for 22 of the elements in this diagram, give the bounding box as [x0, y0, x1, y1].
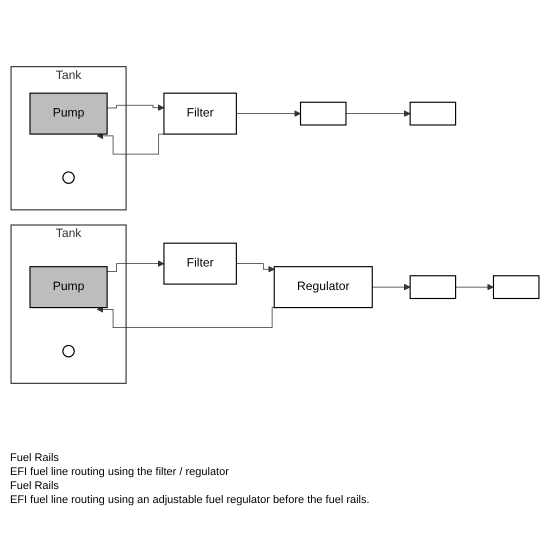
- arrow: [236, 263, 275, 273]
- node-bar: [300, 102, 347, 126]
- arrow: [455, 284, 494, 290]
- node-circle: [62, 171, 75, 184]
- node-box: Filter: [163, 92, 237, 135]
- node-box: Pump: [29, 92, 108, 135]
- node-bar: [492, 275, 540, 300]
- node-bar: [410, 102, 456, 126]
- arrow: [106, 104, 164, 112]
- node-box: Filter: [163, 242, 237, 285]
- node-circle: [62, 344, 75, 358]
- caption-text: EFI fuel line routing using an adjustable fuel regulator before the fuel rails.: [10, 494, 371, 506]
- node-box: Pump: [29, 266, 108, 308]
- arrow: [346, 110, 410, 117]
- arrow: [106, 260, 164, 272]
- arrow: [236, 110, 301, 117]
- arrow: [372, 284, 410, 290]
- node-bar: [410, 275, 456, 300]
- caption-text: Fuel Rails: [10, 480, 60, 492]
- node-box: Regulator: [274, 266, 373, 308]
- caption-text: EFI fuel line routing using the filter / regulator: [10, 466, 230, 478]
- caption-text: Fuel Rails: [10, 452, 60, 464]
